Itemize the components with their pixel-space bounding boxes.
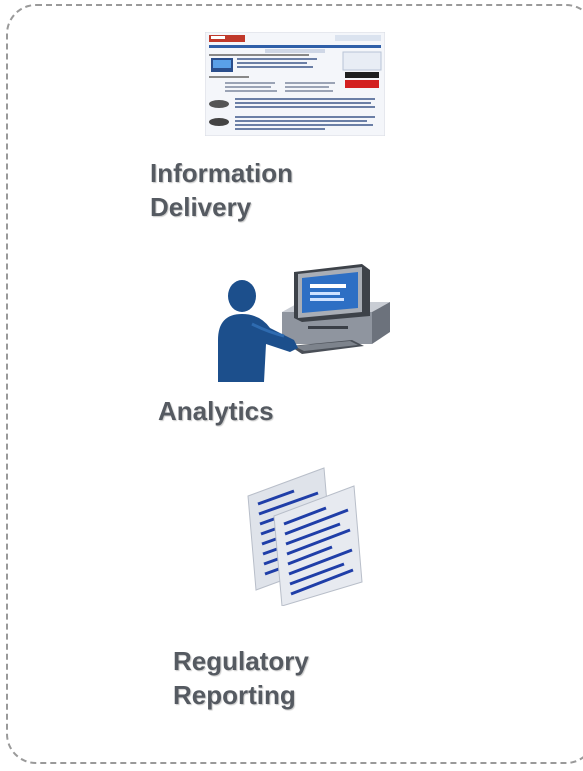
regulatory-reporting-line-1: Regulatory (173, 646, 309, 676)
analytics-line-1: Analytics (158, 396, 274, 426)
analytics-label: Analytics (158, 394, 274, 428)
web-page-screenshot-icon (205, 32, 385, 136)
dashed-group-frame (6, 4, 583, 764)
information-delivery-line-1: Information (150, 158, 293, 188)
information-delivery-line-2: Delivery (150, 192, 252, 222)
regulatory-reporting-label: Regulatory Reporting (173, 644, 309, 712)
regulatory-reporting-line-2: Reporting (173, 680, 296, 710)
person-at-computer-icon (218, 264, 390, 382)
information-delivery-label: Information Delivery (150, 156, 293, 224)
report-documents-icon (247, 467, 363, 606)
